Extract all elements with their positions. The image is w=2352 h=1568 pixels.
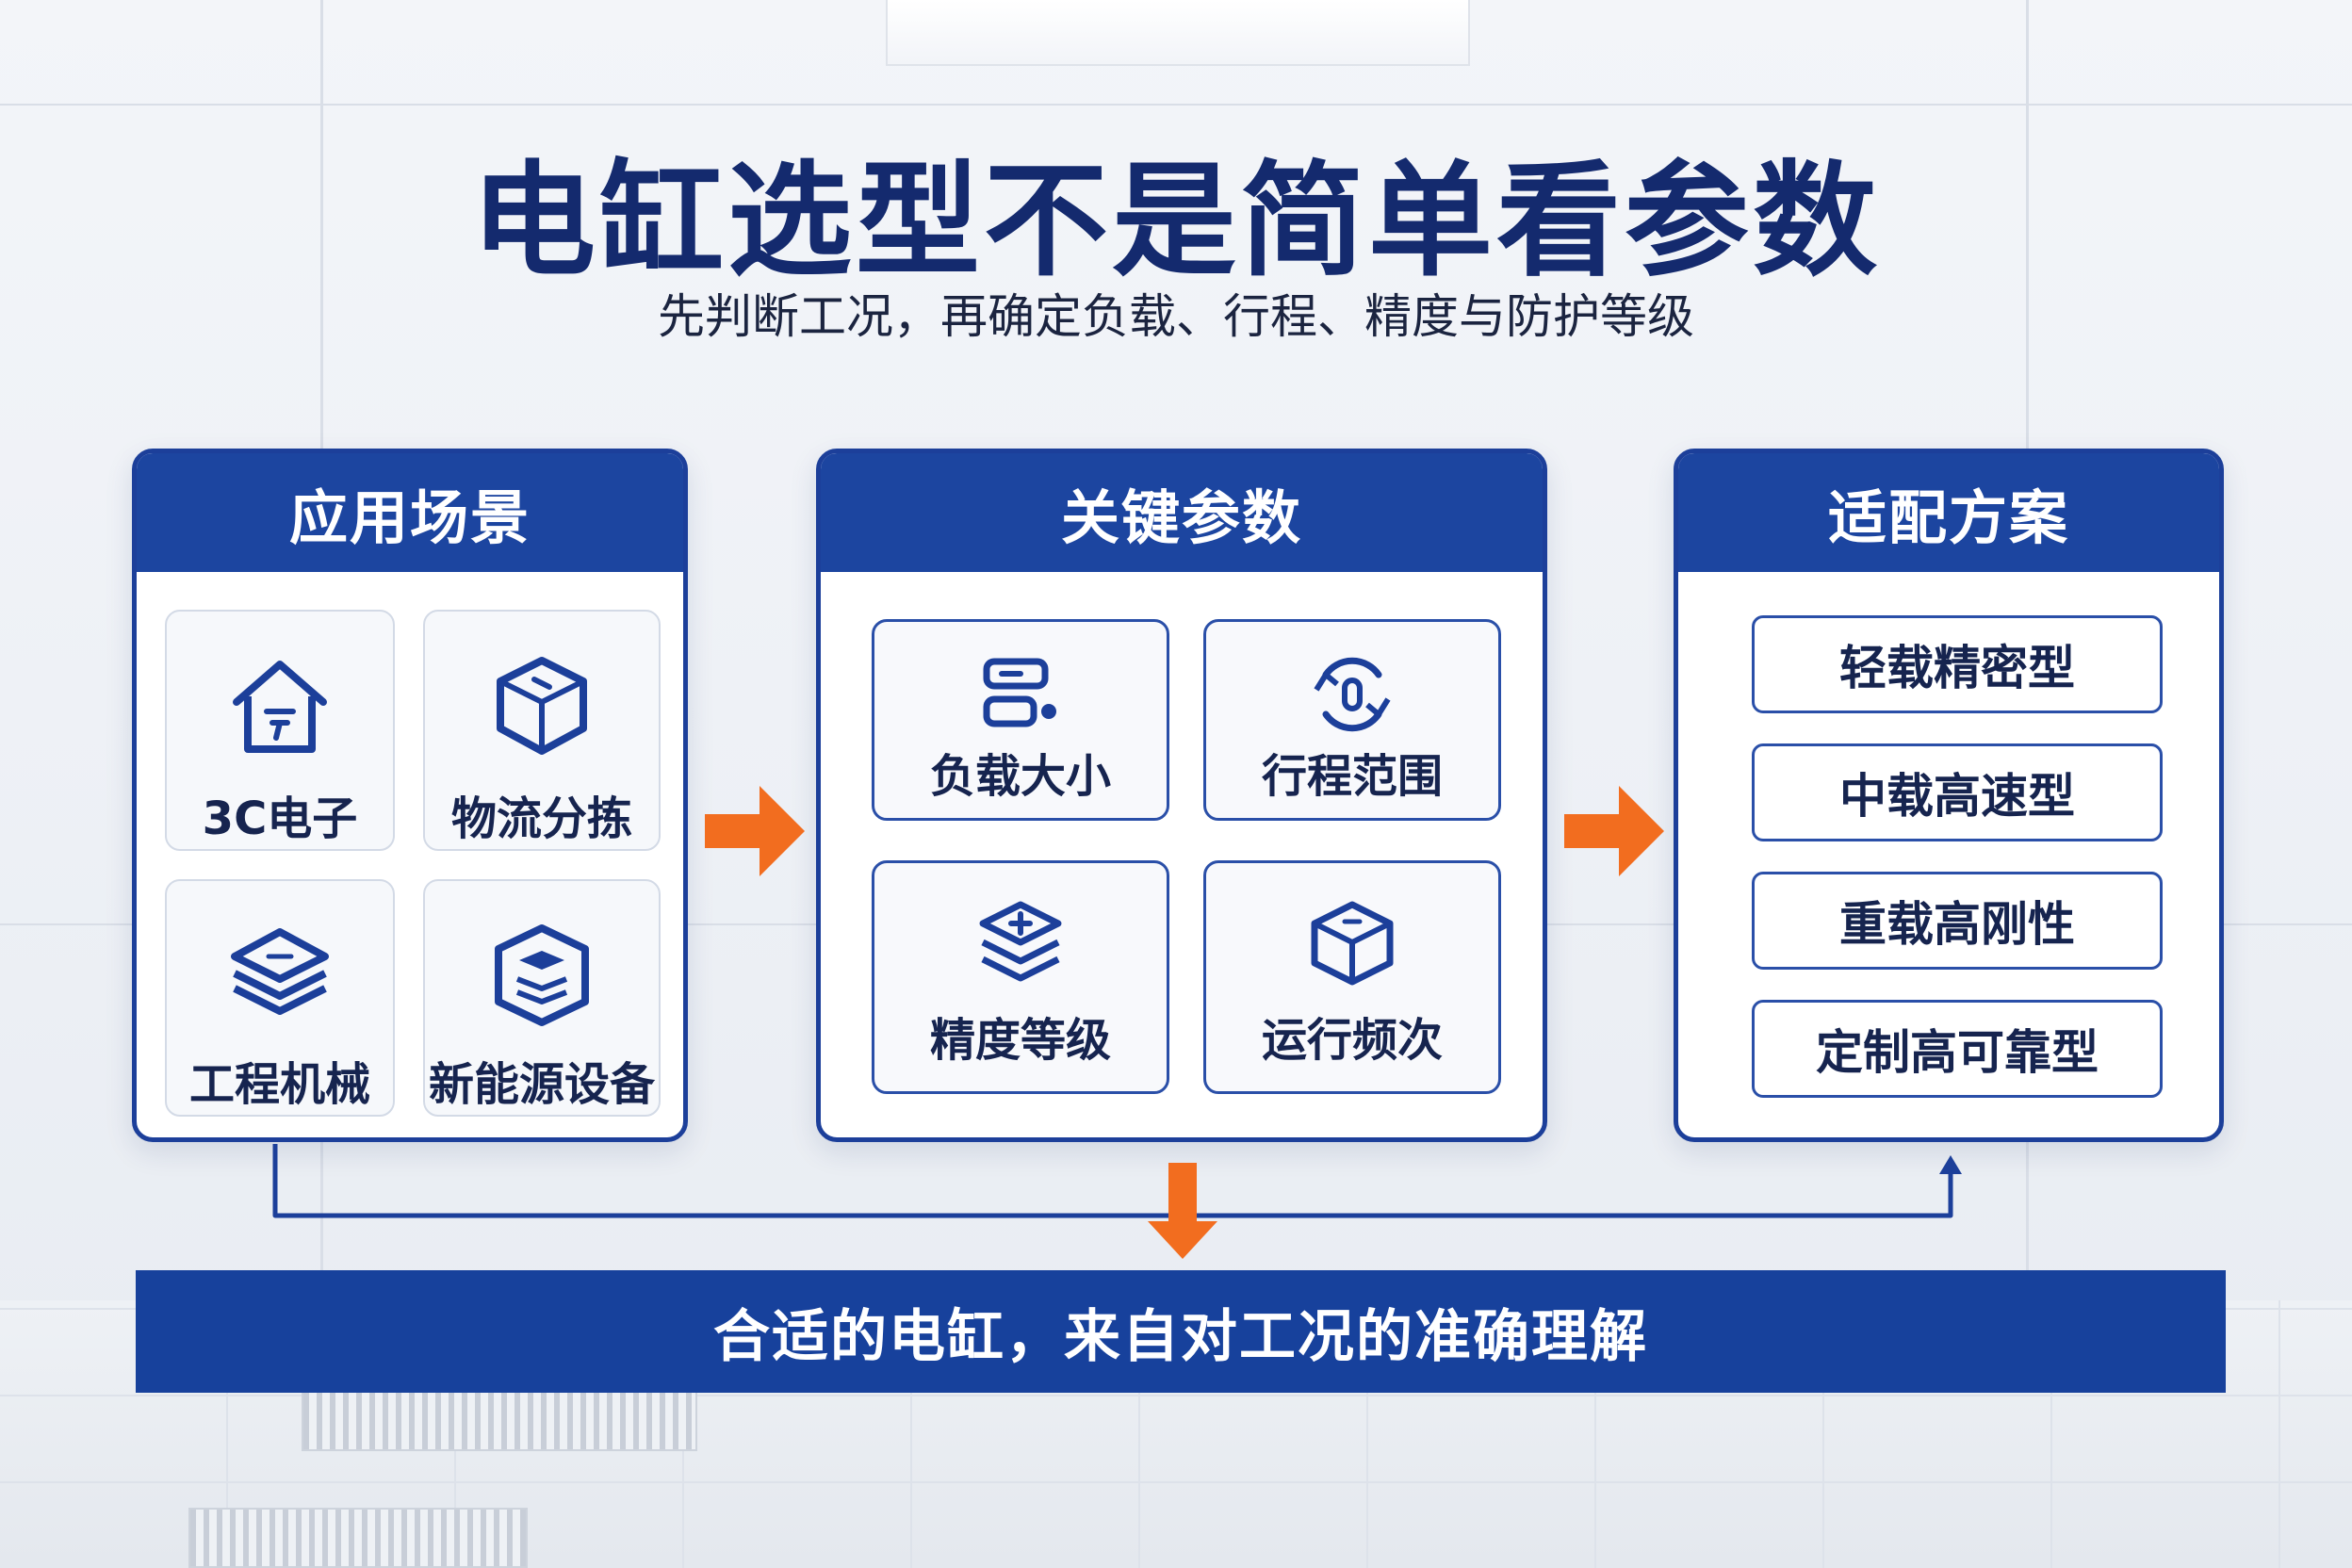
scenario-card-logistics[interactable]: 物流分拣: [423, 610, 661, 851]
panel-title: 适配方案: [1678, 453, 2219, 572]
arrow-right-icon: [1564, 786, 1664, 876]
panel-title: 关键参数: [821, 453, 1543, 572]
panel-parameters: 关键参数 负载大小 行程范围 精度等级 运: [816, 449, 1547, 1142]
card-label: 3C电子: [202, 792, 358, 845]
card-label: 行程范围: [1261, 750, 1443, 803]
panel-scenarios: 应用场景 3C电子 物流分拣 工程机械 新能源设备: [132, 449, 688, 1142]
cube-icon: [1311, 901, 1394, 986]
page-title: 电缸选型不是简单看参数: [471, 149, 1881, 294]
solution-light-precision[interactable]: 轻载精密型: [1752, 615, 2163, 713]
house-icon: [233, 661, 327, 753]
panel-title: 应用场景: [137, 453, 683, 572]
card-label: 负载大小: [929, 750, 1111, 803]
param-card-frequency[interactable]: 运行频次: [1203, 860, 1501, 1094]
card-label: 新能源设备: [428, 1058, 655, 1111]
param-card-load[interactable]: 负载大小: [872, 619, 1169, 821]
box-icon: [497, 657, 587, 755]
card-label: 工程机械: [188, 1058, 370, 1111]
page-subtitle: 先判断工况，再确定负载、行程、精度与防护等级: [658, 289, 1694, 344]
solution-heavy-rigid[interactable]: 重载高刚性: [1752, 872, 2163, 970]
param-card-stroke[interactable]: 行程范围: [1203, 619, 1501, 821]
scenario-card-3c[interactable]: 3C电子: [165, 610, 395, 851]
battery-stack-icon: [495, 924, 589, 1026]
precision-icon: [979, 901, 1062, 982]
solution-custom-reliable[interactable]: 定制高可靠型: [1752, 1000, 2163, 1098]
load-icon: [983, 658, 1056, 727]
layers-icon: [231, 928, 329, 1015]
solution-medium-speed[interactable]: 中载高速型: [1752, 743, 2163, 841]
card-label: 精度等级: [929, 1014, 1111, 1067]
param-card-precision[interactable]: 精度等级: [872, 860, 1169, 1094]
stroke-icon: [1314, 657, 1391, 732]
panel-solutions: 适配方案 轻载精密型 中载高速型 重载高刚性 定制高可靠型: [1674, 449, 2224, 1142]
arrow-right-icon: [705, 786, 805, 876]
card-label: 运行频次: [1261, 1014, 1443, 1067]
scenario-card-construction[interactable]: 工程机械: [165, 879, 395, 1117]
card-label: 物流分拣: [450, 792, 632, 845]
scenario-card-new-energy[interactable]: 新能源设备: [423, 879, 661, 1117]
conclusion-banner: 合适的电缸，来自对工况的准确理解: [136, 1270, 2226, 1393]
